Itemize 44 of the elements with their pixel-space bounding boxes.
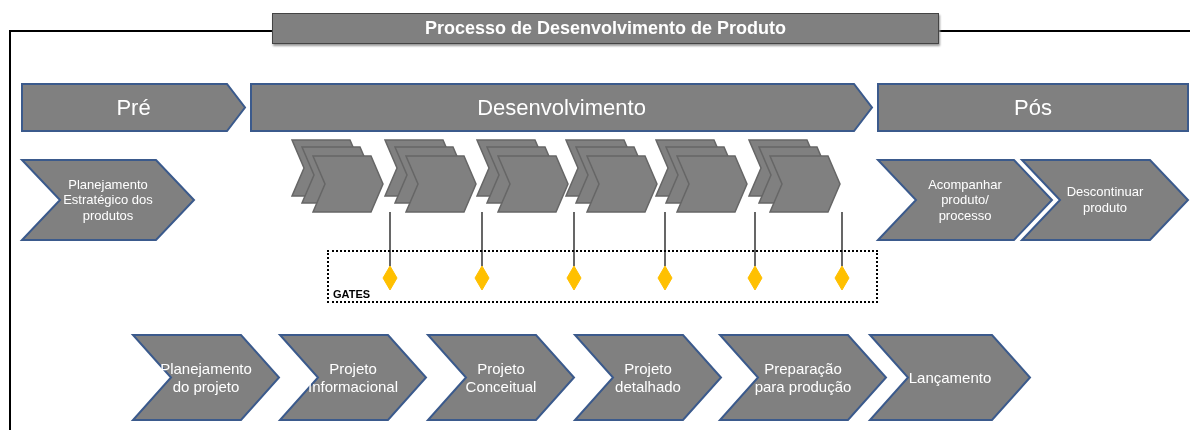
process-stage	[133, 335, 279, 420]
process-stage	[870, 335, 1030, 420]
process-stage	[428, 335, 574, 420]
connector-line	[481, 211, 483, 267]
connector-line	[389, 211, 391, 267]
phase-banner	[251, 84, 872, 131]
phase-label: Desenvolvimento	[477, 94, 646, 121]
stage-label: Planejamento Estratégico dos produtos	[62, 176, 154, 224]
gate-diamond	[835, 266, 849, 290]
gate-diamond	[475, 266, 489, 290]
gates-frame	[327, 250, 878, 303]
process-stage	[575, 335, 721, 420]
stacked-chevrons	[566, 140, 658, 212]
stacked-chevrons	[385, 140, 477, 212]
phase-banner	[22, 84, 245, 131]
connector-line	[664, 211, 666, 267]
phase-label: Pós	[1014, 94, 1052, 121]
stacked-chevrons	[477, 140, 569, 212]
frame-label: GATES	[333, 288, 371, 300]
connector-line	[754, 211, 756, 267]
stage-label: Projeto Conceitual	[464, 359, 538, 396]
stacked-chevrons	[292, 140, 384, 212]
gate-diamond	[383, 266, 397, 290]
stage-label: Preparação para produção	[753, 359, 853, 396]
connector-line	[573, 211, 575, 267]
connector-line	[841, 211, 843, 267]
stage-label: Lançamento	[908, 368, 992, 387]
process-stage	[1022, 160, 1188, 240]
phase-label: Pré	[116, 94, 151, 121]
gate-diamond	[658, 266, 672, 290]
process-stage	[878, 160, 1052, 240]
phase-banner	[878, 84, 1188, 131]
stage-label: Projeto detalhado	[614, 359, 682, 396]
stage-label: Descontinuar produto	[1065, 184, 1145, 216]
process-stage	[720, 335, 886, 420]
title-banner: Processo de Desenvolvimento de Produto	[272, 13, 939, 44]
gate-diamond	[748, 266, 762, 290]
stacked-chevrons	[656, 140, 748, 212]
stage-label: Projeto Informacional	[306, 359, 399, 396]
stage-label: Acompanhar produto/ processo	[927, 176, 1003, 224]
gate-diamond	[567, 266, 581, 290]
process-stage	[22, 160, 194, 240]
process-stage	[280, 335, 426, 420]
stacked-chevrons	[749, 140, 841, 212]
